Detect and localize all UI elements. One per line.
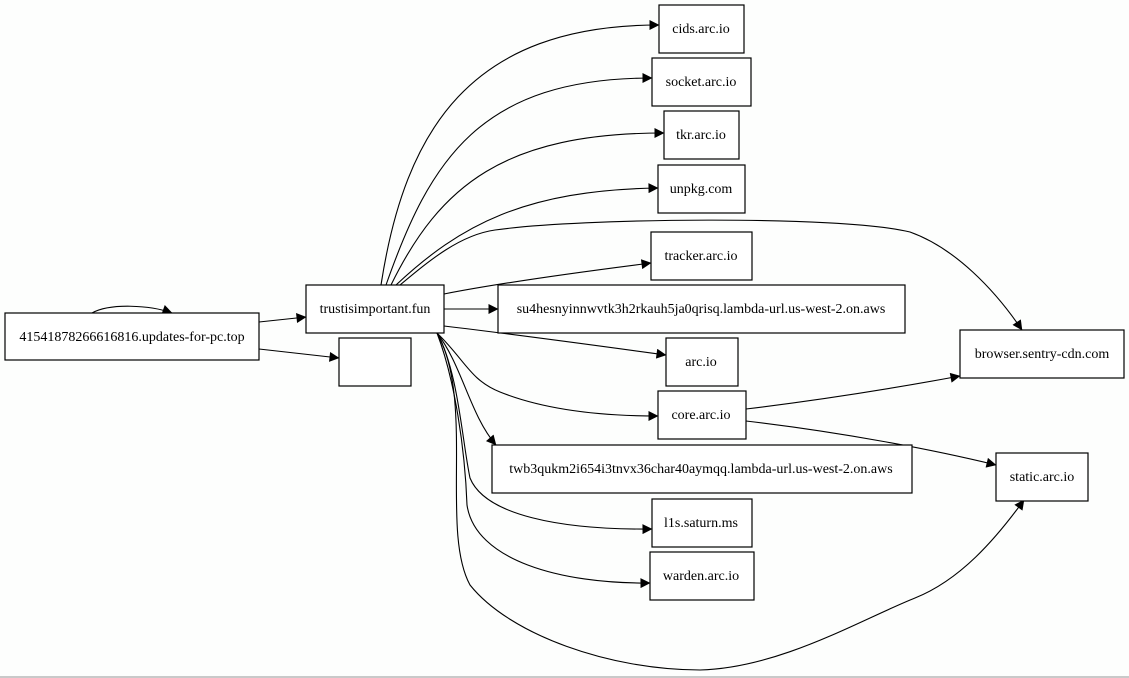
- edge-core-static: [745, 420, 997, 468]
- node-saturn: l1s.saturn.ms: [651, 498, 753, 548]
- node-label: arc.io: [685, 355, 716, 370]
- node-static: static.arc.io: [995, 452, 1089, 502]
- node-lambda2: twb3qukm2i654i3tnvx36char40aymqq.lambda-…: [491, 444, 913, 494]
- node-tracker: tracker.arc.io: [650, 231, 753, 281]
- edge-trust-lambda2: [436, 332, 497, 446]
- node-updates: 41541878266616816.updates-for-pc.top: [4, 312, 260, 361]
- edge-trust-sentry: [399, 219, 1023, 331]
- edge-trust-unpkg: [395, 183, 659, 286]
- edge-trust-saturn: [436, 332, 653, 535]
- node-label: 41541878266616816.updates-for-pc.top: [19, 330, 244, 345]
- node-socket: socket.arc.io: [651, 57, 752, 107]
- node-warden: warden.arc.io: [649, 551, 755, 601]
- node-label: unpkg.com: [670, 182, 733, 197]
- edge-trust-tkr: [390, 128, 665, 286]
- node-label: core.arc.io: [671, 408, 730, 423]
- node-label: warden.arc.io: [663, 569, 739, 584]
- edge-trust-tracker: [443, 259, 652, 295]
- bottom-divider: [0, 676, 1129, 678]
- node-cids: cids.arc.io: [658, 4, 745, 54]
- node-label: su4hesnyinnwvtk3h2rkauh5ja0qrisq.lambda-…: [517, 302, 886, 317]
- node-label: twb3qukm2i654i3tnvx36char40aymqq.lambda-…: [509, 462, 892, 477]
- edge-trust-arc: [443, 325, 667, 359]
- node-label: trustisimportant.fun: [320, 302, 431, 317]
- node-label: tracker.arc.io: [664, 249, 737, 264]
- node-label: cids.arc.io: [672, 22, 730, 37]
- node-trust: trustisimportant.fun: [305, 284, 445, 334]
- node-blank: [338, 337, 412, 387]
- edge-core-sentry: [745, 372, 961, 410]
- edge-trust-static: [436, 332, 1025, 671]
- node-label: l1s.saturn.ms: [664, 516, 738, 531]
- node-sentry: browser.sentry-cdn.com: [959, 329, 1125, 379]
- edge-updates-self: [91, 305, 173, 315]
- node-label: static.arc.io: [1010, 470, 1075, 485]
- node-arc: arc.io: [665, 337, 739, 387]
- edge-updates-blank: [258, 348, 340, 362]
- node-lambda1: su4hesnyinnwvtk3h2rkauh5ja0qrisq.lambda-…: [497, 284, 906, 334]
- node-group: 41541878266616816.updates-for-pc.top tru…: [4, 4, 1125, 601]
- edge-trust-cids: [380, 20, 660, 286]
- edge-trust-warden: [436, 332, 651, 589]
- node-core: core.arc.io: [657, 390, 747, 440]
- edge-updates-trust: [258, 313, 307, 323]
- edge-trust-core: [436, 332, 659, 421]
- node-unpkg: unpkg.com: [657, 164, 746, 214]
- node-label: tkr.arc.io: [676, 128, 726, 143]
- node-label: socket.arc.io: [666, 75, 737, 90]
- node-label: browser.sentry-cdn.com: [975, 347, 1110, 362]
- node-tkr: tkr.arc.io: [663, 110, 740, 160]
- edge-group: [91, 20, 1025, 671]
- edge-trust-socket: [385, 73, 653, 286]
